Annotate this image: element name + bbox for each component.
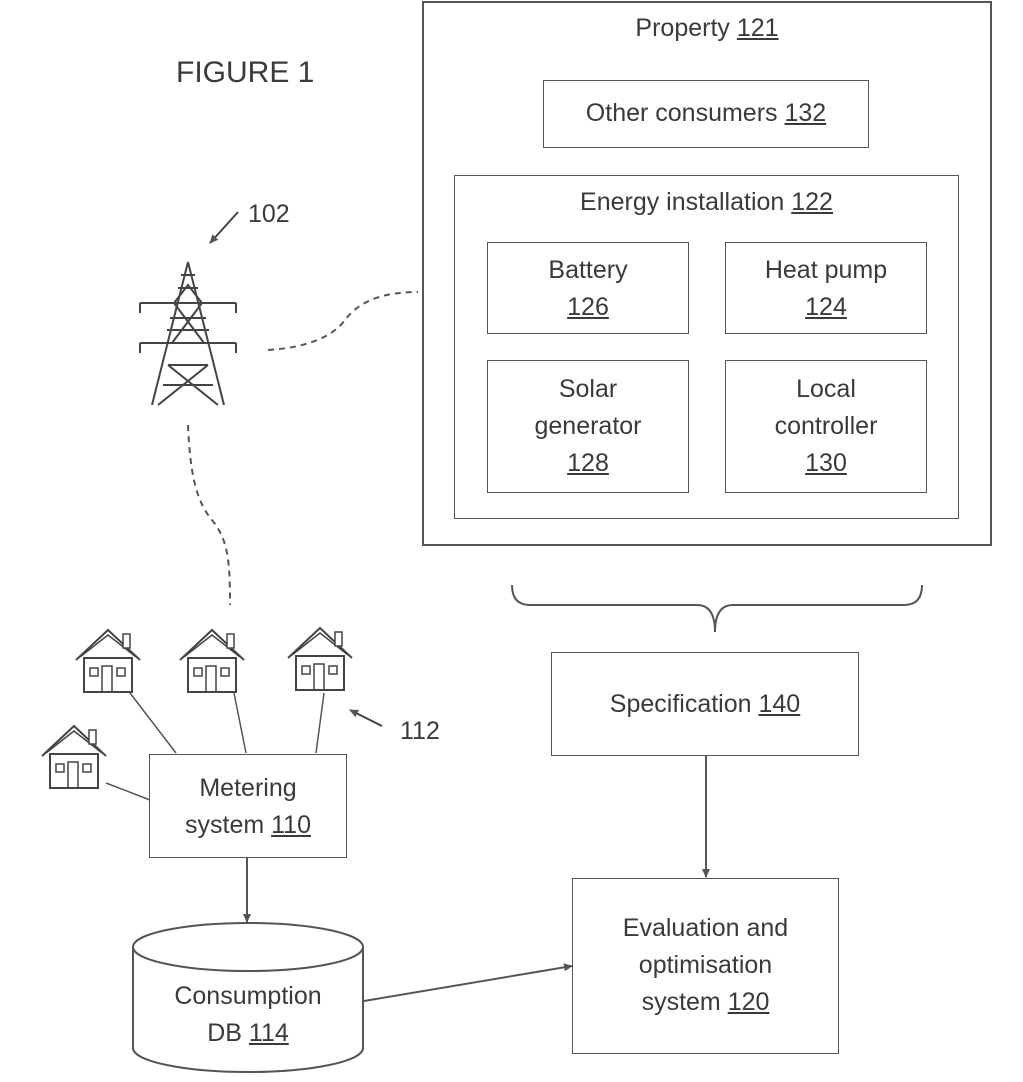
property-ref: 121 bbox=[737, 14, 779, 42]
houses-ref-arrow bbox=[350, 710, 382, 726]
metering-system-label: Metering system 110 bbox=[149, 770, 347, 844]
property-text: Property bbox=[635, 14, 736, 42]
other-consumers-text: Other consumers bbox=[586, 99, 785, 127]
metering-system-text-1: Metering bbox=[149, 770, 347, 807]
battery-ref: 126 bbox=[487, 289, 689, 326]
transmission-tower-icon bbox=[140, 262, 236, 405]
solar-generator-ref: 128 bbox=[487, 445, 689, 482]
local-controller-text-2: controller bbox=[725, 408, 927, 445]
consumption-db-label: Consumption DB 114 bbox=[133, 978, 363, 1052]
house-icon bbox=[42, 726, 106, 788]
evaluation-text-2: optimisation bbox=[572, 947, 839, 984]
consumption-db-ref: 114 bbox=[249, 1019, 289, 1047]
metering-system-ref: 110 bbox=[271, 811, 311, 839]
houses-ref-label: 112 bbox=[400, 717, 440, 746]
specification-label: Specification 140 bbox=[551, 686, 859, 723]
solar-generator-text-1: Solar bbox=[487, 371, 689, 408]
house-icon bbox=[180, 630, 244, 692]
heat-pump-label: Heat pump 124 bbox=[725, 252, 927, 326]
consumption-db-text-1: Consumption bbox=[133, 978, 363, 1015]
installation-brace bbox=[512, 585, 922, 632]
other-consumers-ref: 132 bbox=[784, 99, 826, 127]
grid-ref-label: 102 bbox=[248, 200, 290, 229]
evaluation-ref: 120 bbox=[728, 988, 770, 1016]
energy-installation-ref: 122 bbox=[791, 188, 833, 216]
battery-text: Battery bbox=[487, 252, 689, 289]
heat-pump-ref: 124 bbox=[725, 289, 927, 326]
metering-system-text-2: system bbox=[185, 811, 271, 839]
other-consumers-label: Other consumers 132 bbox=[543, 95, 869, 132]
local-controller-text-1: Local bbox=[725, 371, 927, 408]
evaluation-system-label: Evaluation and optimisation system 120 bbox=[572, 910, 839, 1021]
specification-ref: 140 bbox=[758, 690, 800, 718]
local-controller-ref: 130 bbox=[725, 445, 927, 482]
grid-property-dashed-link bbox=[268, 292, 418, 350]
property-label: Property 121 bbox=[422, 10, 992, 47]
consumption-db-text-2: DB bbox=[207, 1019, 249, 1047]
evaluation-text-3: system bbox=[642, 988, 728, 1016]
evaluation-text-1: Evaluation and bbox=[572, 910, 839, 947]
figure-title: FIGURE 1 bbox=[176, 56, 314, 90]
house-icon bbox=[288, 628, 352, 690]
db-to-eval-arrow bbox=[364, 966, 572, 1001]
solar-generator-label: Solar generator 128 bbox=[487, 371, 689, 482]
grid-houses-dashed-link bbox=[188, 425, 230, 605]
energy-installation-text: Energy installation bbox=[580, 188, 791, 216]
energy-installation-label: Energy installation 122 bbox=[454, 184, 959, 221]
house-icon bbox=[76, 630, 140, 692]
specification-text: Specification bbox=[610, 690, 759, 718]
solar-generator-text-2: generator bbox=[487, 408, 689, 445]
grid-ref-arrow bbox=[210, 212, 238, 243]
battery-label: Battery 126 bbox=[487, 252, 689, 326]
local-controller-label: Local controller 130 bbox=[725, 371, 927, 482]
heat-pump-text: Heat pump bbox=[725, 252, 927, 289]
